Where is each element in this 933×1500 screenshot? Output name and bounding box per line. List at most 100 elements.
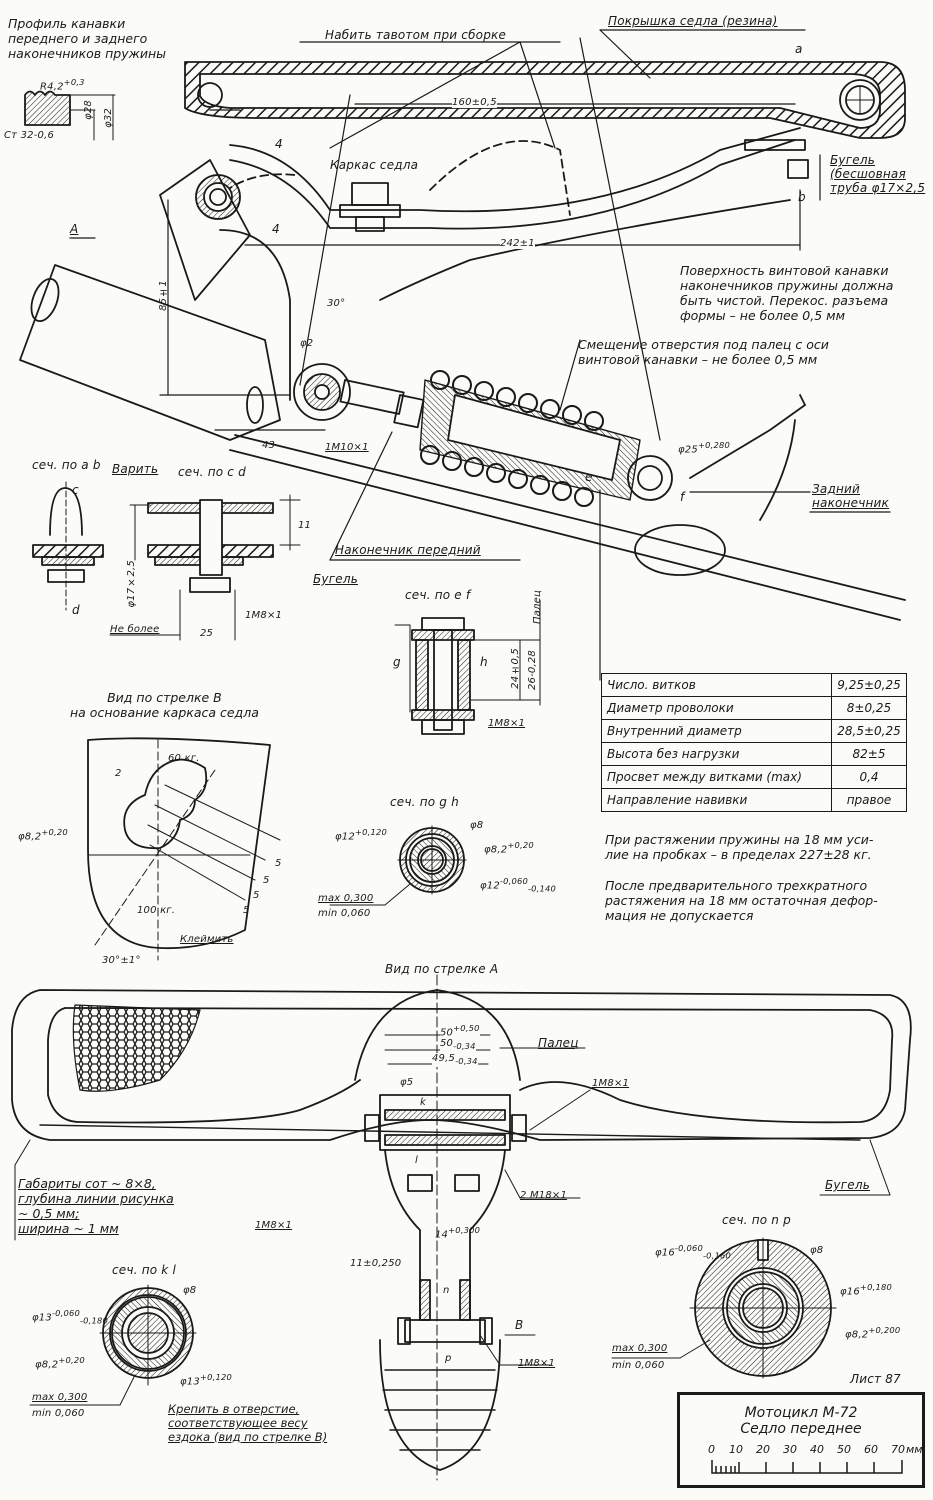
- view-b-dim-2: 2: [115, 768, 122, 779]
- dim-242: 242±1: [500, 238, 535, 249]
- view-b-angle: 30°±1°: [102, 955, 141, 966]
- section-gh-title: сеч. по g h: [390, 795, 459, 809]
- view-b-phi82: φ8,2+0,20: [18, 827, 68, 843]
- surface-note: Поверхность винтовой канавки наконечнико…: [680, 263, 894, 323]
- groove-profile-title: Профиль канавки переднего и заднего нако…: [8, 16, 167, 61]
- stamp-label: Клеймить: [180, 934, 234, 945]
- view-a-title: Вид по стрелке А: [385, 962, 499, 976]
- step-5-3: 5: [253, 890, 260, 901]
- np-phi16a: φ16-0,060-0,160: [655, 1243, 732, 1261]
- section-ab-c: c: [72, 483, 79, 497]
- dim-24: 24±0,5: [510, 648, 521, 689]
- section-gh-drawing: [329, 825, 467, 906]
- dim-25: 25: [200, 628, 214, 639]
- step-5-2: 5: [263, 875, 270, 886]
- view-b-title: Вид по стрелке В на основание каркаса се…: [70, 690, 259, 720]
- thread-1m8-a: 1М8×1: [592, 1078, 630, 1089]
- section-ef-g: g: [393, 655, 401, 669]
- section-ef-title: сеч. по e f: [405, 588, 471, 602]
- groove-profile: [24, 90, 116, 141]
- point-e: e: [585, 470, 593, 484]
- gh-phi12a: φ12+0,120: [335, 827, 387, 843]
- thread-1m10: 1М10×1: [325, 442, 369, 453]
- arrow-a-label: A: [70, 222, 79, 236]
- section-ef-h: h: [480, 655, 488, 669]
- profile-dia-inner: φ28: [83, 100, 94, 120]
- section-ab-drawing: [32, 481, 104, 611]
- dim-14: 14+0,300: [435, 1225, 481, 1241]
- point-p: p: [445, 1353, 452, 1364]
- pin-label-view-a: Палец: [538, 1036, 579, 1050]
- gh-phi12b: φ12-0,060-0,140: [480, 876, 557, 894]
- section-ab-d: d: [72, 603, 80, 617]
- scale-bar: [711, 1460, 903, 1474]
- rear-tip-label: Задний наконечник: [812, 482, 889, 510]
- dim-11-view-a: 11±0,250: [350, 1258, 402, 1269]
- load-60: 60 кг.: [168, 753, 200, 764]
- view-b-drawing: [87, 737, 281, 961]
- kl-min: min 0,060: [32, 1408, 85, 1419]
- load-100: 100 кг.: [137, 905, 176, 916]
- section-cd-title: сеч. по c d: [178, 465, 246, 479]
- sheet-number: Лист 87: [850, 1372, 901, 1386]
- step-5-4: 5: [243, 905, 250, 916]
- profile-dia-outer: φ32: [103, 108, 114, 128]
- gh-phi8: φ8: [470, 820, 484, 831]
- title-part: Седло переднее: [740, 1421, 862, 1437]
- dim-160: 160±0,5: [452, 97, 497, 108]
- kl-phi82: φ8,2+0,20: [35, 1355, 85, 1371]
- bracket-note: Бугель (бесшовная труба φ17×2,5: [830, 153, 926, 195]
- section-np-drawing: [611, 1237, 837, 1379]
- dim-phi25: φ25+0,280: [678, 440, 730, 456]
- dim-phi2: φ2: [300, 338, 314, 349]
- point-k: k: [420, 1097, 426, 1108]
- np-min: min 0,060: [612, 1360, 665, 1371]
- gh-min: min 0,060: [318, 908, 371, 919]
- spring-tension-note: При растяжении пружины на 18 мм уси- лие…: [605, 832, 874, 862]
- frame-label: Каркас седла: [330, 158, 419, 172]
- bracket-label-cd: Бугель: [313, 572, 358, 586]
- step-5-1: 5: [275, 858, 282, 869]
- dim-85: 85±1: [158, 280, 169, 311]
- dim-11-cd: 11: [298, 520, 312, 531]
- dim-4a: 4: [275, 137, 283, 151]
- thread-1m8-c: 1М8×1: [518, 1358, 556, 1369]
- thread-1m8-ef: 1М8×1: [488, 718, 526, 729]
- dim-43: 43: [262, 440, 276, 451]
- kl-max: max 0,300: [32, 1392, 88, 1403]
- point-l: l: [415, 1155, 418, 1166]
- np-phi8: φ8: [810, 1245, 824, 1256]
- point-f: f: [680, 490, 685, 504]
- np-phi82: φ8,2+0,200: [845, 1325, 901, 1341]
- section-kl-title: сеч. по k l: [112, 1263, 176, 1277]
- section-ab-title: сеч. по a b: [32, 458, 101, 472]
- title-model: Мотоцикл М-72: [744, 1405, 858, 1421]
- section-cd-drawing: [109, 494, 301, 641]
- section-ef-drawing: [394, 599, 541, 735]
- front-tip-label: Наконечник передний: [335, 543, 481, 557]
- dim-495: 49,5-0,34: [432, 1053, 478, 1067]
- grease-note: Набить тавотом при сборке: [325, 28, 507, 42]
- point-n: n: [443, 1285, 450, 1296]
- dim-50b: 50-0,34: [440, 1038, 476, 1052]
- np-max: max 0,300: [612, 1343, 668, 1354]
- dim-4b: 4: [272, 222, 280, 236]
- dim-phi17: φ17×2,5: [126, 560, 137, 608]
- point-b: b: [798, 190, 806, 204]
- fix-note: Крепить в отверстие, соответствующее вес…: [168, 1402, 328, 1444]
- max-label: Не более: [110, 624, 160, 635]
- dim-phi5: φ5: [400, 1077, 414, 1088]
- thread-1m8-cd: 1М8×1: [245, 610, 283, 621]
- weld-label: Варить: [112, 462, 159, 476]
- pin-label-ef: Палец: [532, 590, 543, 624]
- table-row: Просвет между витками (max)0,4: [601, 765, 907, 789]
- profile-material: Ст 32-0,6: [4, 130, 55, 141]
- thread-1m8-b: 1М8×1: [255, 1220, 293, 1231]
- arrow-b-label: B: [515, 1318, 524, 1332]
- offset-note: Смещение отверстия под палец с оси винто…: [578, 337, 829, 367]
